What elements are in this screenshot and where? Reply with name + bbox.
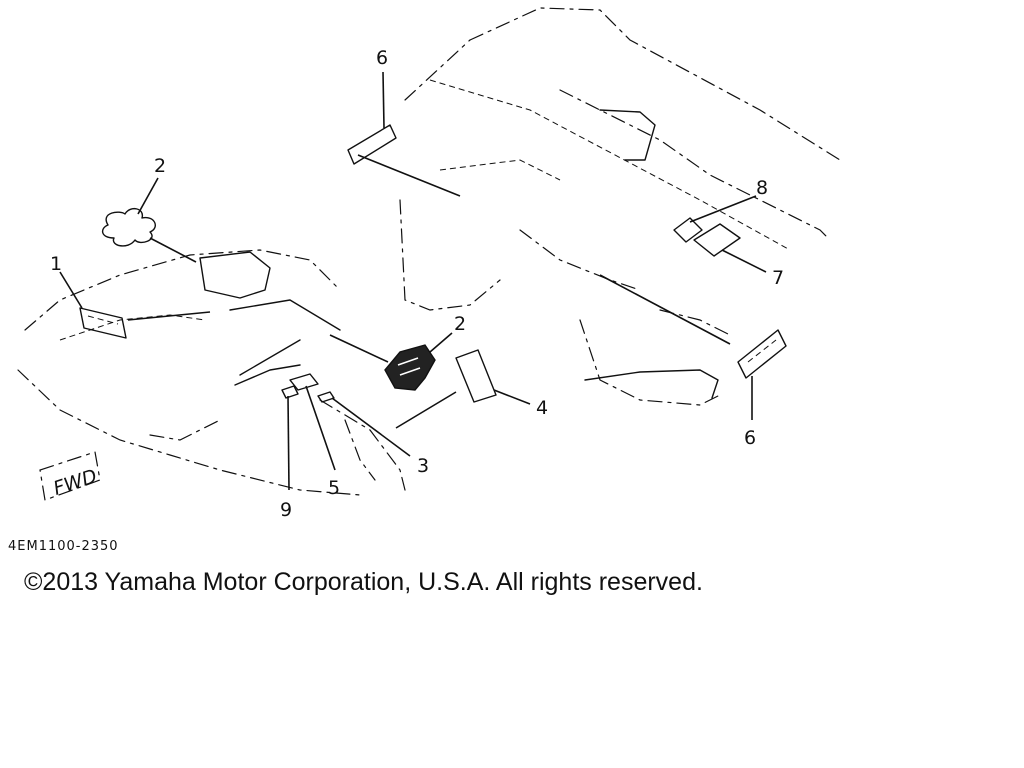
- callout-2-upper: 2: [154, 155, 166, 177]
- callout-numbers: 1 2 2 3 4 5 6 6 7 8 9: [50, 47, 784, 521]
- callout-4: 4: [536, 397, 548, 419]
- callout-8: 8: [756, 177, 768, 199]
- callout-7: 7: [772, 267, 784, 289]
- part-2-emblem: [384, 344, 436, 391]
- callout-3: 3: [417, 455, 429, 477]
- part-5-label: [289, 373, 319, 391]
- diagram-canvas: FWD 1 2 2 3 4 5 6 6 7 8 9: [17, 7, 841, 521]
- exploded-parts-diagram: FWD 1 2 2 3 4 5 6 6 7 8 9: [17, 7, 841, 521]
- part-1-decal: [79, 307, 127, 339]
- callout-5: 5: [328, 477, 340, 499]
- rear-fender-outline: [399, 7, 841, 406]
- part-8-label: [673, 217, 703, 243]
- callout-6-upper: 6: [376, 47, 388, 69]
- copyright-notice: ©2013 Yamaha Motor Corporation, U.S.A. A…: [24, 568, 703, 596]
- part-4-plate: [455, 349, 497, 403]
- callout-1: 1: [50, 253, 62, 275]
- fwd-text: FWD: [51, 465, 100, 500]
- part-9-label: [281, 385, 299, 399]
- part-3-tag: [317, 391, 335, 403]
- callout-9: 9: [280, 499, 292, 521]
- part-6-plate-lower: [737, 329, 787, 379]
- diagram-part-code: 4EM1100-2350: [8, 539, 119, 554]
- fwd-marker: FWD: [39, 451, 101, 501]
- part-7-label: [693, 223, 741, 257]
- part-2-decal-upper: [101, 207, 156, 247]
- front-fender-outline: [17, 249, 406, 496]
- part-6-plate-upper: [347, 124, 397, 165]
- leader-lines: [59, 71, 767, 491]
- callout-6-lower: 6: [744, 427, 756, 449]
- callout-2-emblem: 2: [454, 313, 466, 335]
